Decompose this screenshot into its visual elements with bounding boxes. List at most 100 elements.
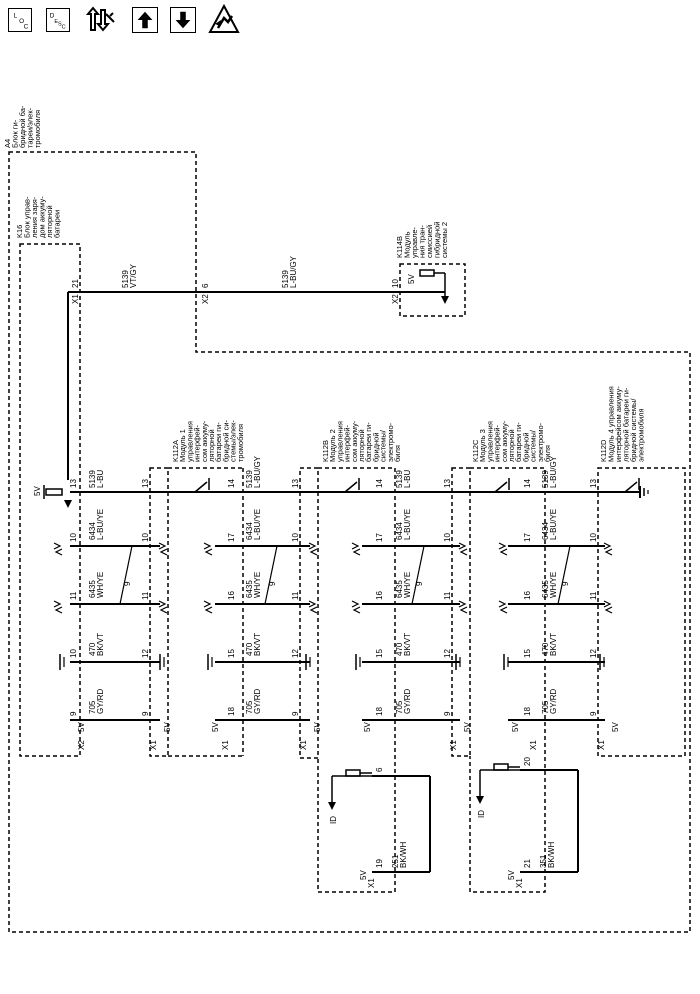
block-k112b-label: Модуль 2 — [328, 429, 337, 462]
supply-5v: 5V — [611, 722, 620, 732]
bus-switch — [624, 481, 638, 493]
pin-number: 18 — [523, 707, 532, 716]
id-5v: 5V — [359, 870, 368, 880]
block-k112a-left — [149, 467, 169, 757]
block-k112c-right — [469, 467, 546, 893]
block-k112c-left — [451, 467, 471, 757]
block-k114b-label: K114B — [395, 236, 404, 258]
wire-ground-circuit: 470 — [88, 642, 97, 656]
svg-text:C: C — [62, 24, 66, 30]
block-k16-label: ления заря- — [30, 196, 39, 238]
bus-circuit-label: 5139 — [395, 470, 404, 488]
wire-can_high-circuit: 6434 — [88, 522, 97, 540]
block-k112c-label: ляторной — [507, 429, 516, 462]
supply-5v: 5V — [363, 722, 372, 732]
wire-can_low-circuit: 6435 — [395, 580, 404, 598]
block-k112a-label: батареи ги- — [214, 422, 223, 462]
bus-switch — [194, 481, 208, 493]
block-k112c-label: электромо- — [536, 422, 545, 462]
id-label: ID — [329, 816, 338, 824]
wire-can_high-circuit: 6434 — [541, 522, 550, 540]
pin-number: 13 — [141, 479, 150, 488]
pin-number: 10 — [69, 649, 78, 658]
arrow-down-icon[interactable] — [170, 7, 196, 33]
pin-number: 13 — [291, 479, 300, 488]
pin-number: 15 — [375, 649, 384, 658]
connector-label: X1 — [449, 740, 458, 750]
can-arrow — [53, 600, 62, 608]
pin-number: 12 — [443, 649, 452, 658]
twist-label: 9 — [123, 581, 132, 586]
pin-number: 9 — [291, 711, 300, 716]
arrow-up-icon[interactable] — [132, 7, 158, 33]
block-k112d-outline — [597, 467, 686, 757]
block-k112b-left — [299, 467, 319, 759]
connector-label: X2 — [77, 740, 86, 750]
block-k112b-label: батареи ги- — [364, 422, 373, 462]
block-k112a-label: интерфей- — [193, 424, 202, 462]
esd-warning-icon[interactable] — [208, 3, 240, 34]
connector-label: X1 — [149, 740, 158, 750]
supply-5v: 5V — [77, 722, 86, 732]
block-a4-outline — [8, 151, 691, 933]
pin-number: 15 — [227, 649, 236, 658]
block-k114b-label: системы 2 — [440, 222, 449, 258]
supply-5v: 5V — [463, 722, 472, 732]
block-k112b-label: управления — [335, 421, 344, 462]
pin-number: 9 — [443, 711, 452, 716]
pin-k114-10: 10 — [391, 279, 400, 288]
pin-number: 16 — [375, 591, 384, 600]
pin-number: 18 — [227, 707, 236, 716]
pin-a4-6: 6 — [201, 283, 210, 288]
pin-number: 11 — [291, 591, 300, 600]
can-arrow — [203, 600, 212, 608]
block-k112c-label: K112C — [471, 439, 480, 462]
signal-flow-icon[interactable] — [85, 4, 116, 34]
svg-text:O: O — [19, 18, 24, 25]
block-k112a-label: Модуль 1 — [178, 429, 187, 462]
id-pin-bottom: 19 — [375, 859, 384, 868]
pin-number: 13 — [589, 479, 598, 488]
bus-color-label: L-BU/GY — [253, 455, 262, 488]
block-k112d-label: бридной системы/ — [629, 398, 638, 462]
can-arrow — [604, 606, 613, 614]
pin-number: 10 — [443, 533, 452, 542]
can-arrow — [603, 600, 612, 608]
can-arrow — [203, 542, 212, 550]
pin-number: 16 — [227, 591, 236, 600]
id-connector: X1 — [367, 878, 376, 888]
wire-supply-circuit: 705 — [88, 700, 97, 714]
pin-number: 18 — [375, 707, 384, 716]
twisted-pair-mark — [264, 545, 278, 605]
id-pin-bottom: 21 — [523, 859, 532, 868]
pin-number: 17 — [227, 533, 236, 542]
block-k16-label: K16 — [15, 225, 24, 238]
block-k112b-label: интерфей- — [343, 424, 352, 462]
block-k114b-label: гибридной — [433, 222, 442, 258]
bus-circuit-label: 5139 — [88, 470, 97, 488]
wire-supply-color: GY/RD — [549, 688, 558, 714]
block-k16-label: ляторной — [45, 205, 54, 238]
k16-5v: 5V — [33, 486, 42, 496]
connector-label: X1 — [529, 740, 538, 750]
wire-ground-color: BK/VT — [403, 633, 412, 656]
block-k112c-label: системы/ — [529, 429, 538, 462]
block-k112a-label: K112A — [171, 440, 180, 462]
id-circuit: 251 — [391, 854, 400, 868]
wire-supply-circuit: 705 — [541, 700, 550, 714]
wire-can_high-color: L-BU/YE — [96, 509, 105, 540]
can-arrow — [499, 548, 508, 556]
block-a4-label: тареи/элек- — [26, 107, 35, 148]
block-k112d-label: интерфейсом аккуму- — [614, 386, 623, 462]
wire-ground-color: BK/VT — [96, 633, 105, 656]
block-k16-outline — [19, 243, 81, 757]
block-k16-label: батареи — [53, 210, 62, 238]
block-k112a-label: тромобиля — [236, 424, 245, 462]
block-k112b-label: сом аккуму- — [350, 420, 359, 462]
block-k112c-label: бридной — [521, 432, 530, 462]
wire-color-l-bu-gy: L-BU/GY — [289, 255, 298, 288]
